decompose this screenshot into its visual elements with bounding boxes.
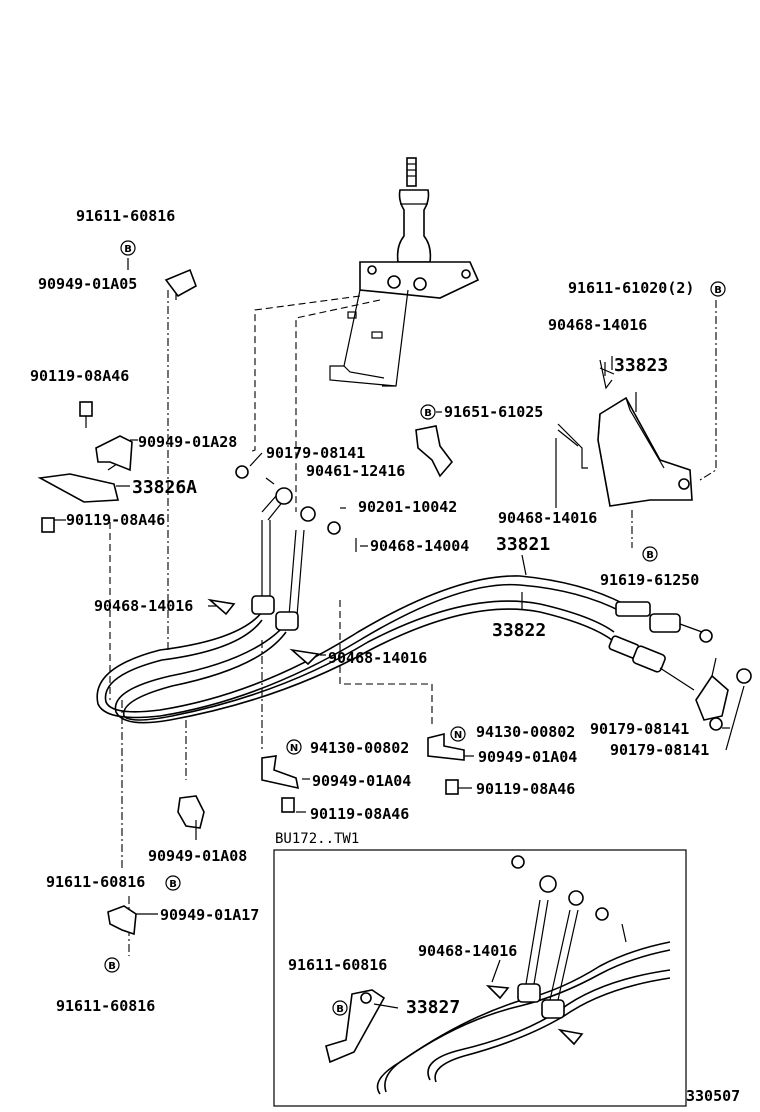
label-90468-14016: 90468-14016 xyxy=(328,649,427,667)
svg-text:B: B xyxy=(124,244,132,255)
label-90201-10042: 90201-10042 xyxy=(358,498,457,516)
label-90949-01A08: 90949-01A08 xyxy=(148,847,247,865)
label-90179-08141: 90179-08141 xyxy=(610,741,709,759)
circle-markers: B B B B N N B B B xyxy=(104,240,726,1016)
marker-n: N xyxy=(450,726,466,742)
inset-box xyxy=(273,849,687,1107)
label-94130-00802: 94130-00802 xyxy=(476,723,575,741)
part-labels: 91611-60816 90949-01A05 90119-08A46 9094… xyxy=(30,207,740,1105)
label-91611-61020-2: 91611-61020(2) xyxy=(568,279,694,297)
label-33821: 33821 xyxy=(496,534,550,555)
label-94130-00802: 94130-00802 xyxy=(310,739,409,757)
svg-text:N: N xyxy=(454,730,462,741)
label-90119-08A46: 90119-08A46 xyxy=(66,511,165,529)
label-90468-14016: 90468-14016 xyxy=(548,316,647,334)
label-33822: 33822 xyxy=(492,620,546,641)
marker-b: B xyxy=(642,546,658,562)
svg-text:B: B xyxy=(169,879,177,890)
label-90179-08141: 90179-08141 xyxy=(590,720,689,738)
label-90461-12416: 90461-12416 xyxy=(306,462,405,480)
svg-text:B: B xyxy=(714,285,722,296)
label-ticks xyxy=(54,356,745,1009)
svg-text:B: B xyxy=(424,408,432,419)
figure-reference-number: 330507 xyxy=(686,1087,740,1105)
clips-and-brackets xyxy=(37,268,465,936)
marker-b: B xyxy=(332,1000,348,1016)
label-91611-60816: 91611-60816 xyxy=(46,873,145,891)
marker-b: B xyxy=(710,281,726,297)
shift-lever-assembly xyxy=(329,157,480,387)
inset-title: BU172..TW1 xyxy=(275,831,359,847)
bracket-33823 xyxy=(557,359,693,507)
label-90468-14016: 90468-14016 xyxy=(498,509,597,527)
shift-cables xyxy=(96,465,752,731)
label-90949-01A04: 90949-01A04 xyxy=(312,772,411,790)
label-90949-01A17: 90949-01A17 xyxy=(160,906,259,924)
label-33823: 33823 xyxy=(614,355,668,376)
marker-b: B xyxy=(165,875,181,891)
svg-text:N: N xyxy=(290,743,298,754)
label-90119-08A46: 90119-08A46 xyxy=(30,367,129,385)
label-90949-01A05: 90949-01A05 xyxy=(38,275,137,293)
label-90949-01A04: 90949-01A04 xyxy=(478,748,577,766)
label-33826A: 33826A xyxy=(132,477,197,498)
label-90468-14016: 90468-14016 xyxy=(94,597,193,615)
leader-lines xyxy=(107,258,717,956)
label-90468-14004: 90468-14004 xyxy=(370,537,469,555)
svg-text:B: B xyxy=(108,961,116,972)
marker-b: B xyxy=(104,957,120,973)
label-91651-61025: 91651-61025 xyxy=(444,403,543,421)
marker-b: B xyxy=(420,404,436,420)
label-90468-14016: 90468-14016 xyxy=(418,942,517,960)
label-33827: 33827 xyxy=(406,997,460,1018)
label-90949-01A28: 90949-01A28 xyxy=(138,433,237,451)
marker-n: N xyxy=(286,739,302,755)
marker-b: B xyxy=(120,240,136,256)
label-91611-60816: 91611-60816 xyxy=(288,956,387,974)
label-91611-60816: 91611-60816 xyxy=(56,997,155,1015)
label-90119-08A46: 90119-08A46 xyxy=(476,780,575,798)
label-90179-08141: 90179-08141 xyxy=(266,444,365,462)
label-90119-08A46: 90119-08A46 xyxy=(310,805,409,823)
svg-text:B: B xyxy=(646,550,654,561)
svg-text:B: B xyxy=(336,1004,344,1015)
label-91611-60816: 91611-60816 xyxy=(76,207,175,225)
label-91619-61250: 91619-61250 xyxy=(600,571,699,589)
